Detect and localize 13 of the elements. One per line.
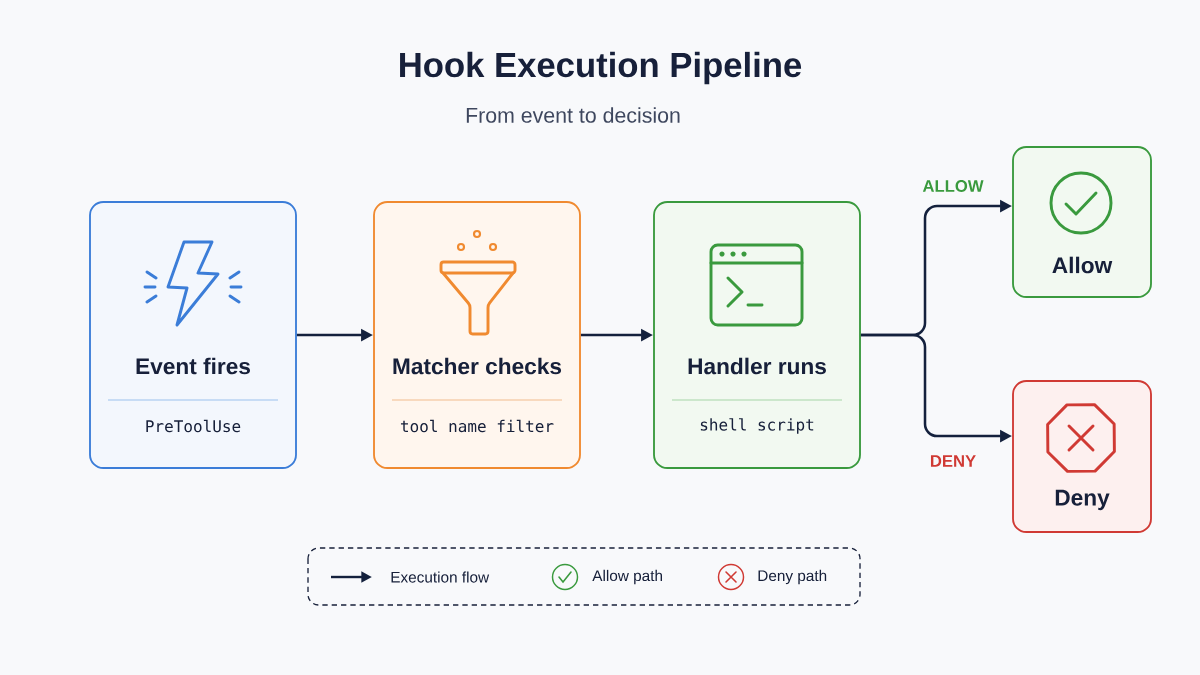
code-label: tool name filter <box>400 419 554 433</box>
code-label: PreToolUse <box>146 419 241 433</box>
step-title: Event fires <box>136 357 250 375</box>
step-title: Deny <box>1055 489 1110 511</box>
step-title: Allow <box>1052 256 1113 274</box>
step-title: Handler runs <box>688 357 826 375</box>
legend-text: Execution flow <box>391 571 490 583</box>
legend-text: Deny path <box>758 569 827 585</box>
subtitle: From event to decision <box>466 107 680 123</box>
step-title: Matcher checks <box>393 357 562 375</box>
legend-text: Allow path <box>592 569 662 585</box>
title: Hook Execution Pipeline <box>400 51 802 85</box>
code-label: shell script <box>700 418 814 434</box>
